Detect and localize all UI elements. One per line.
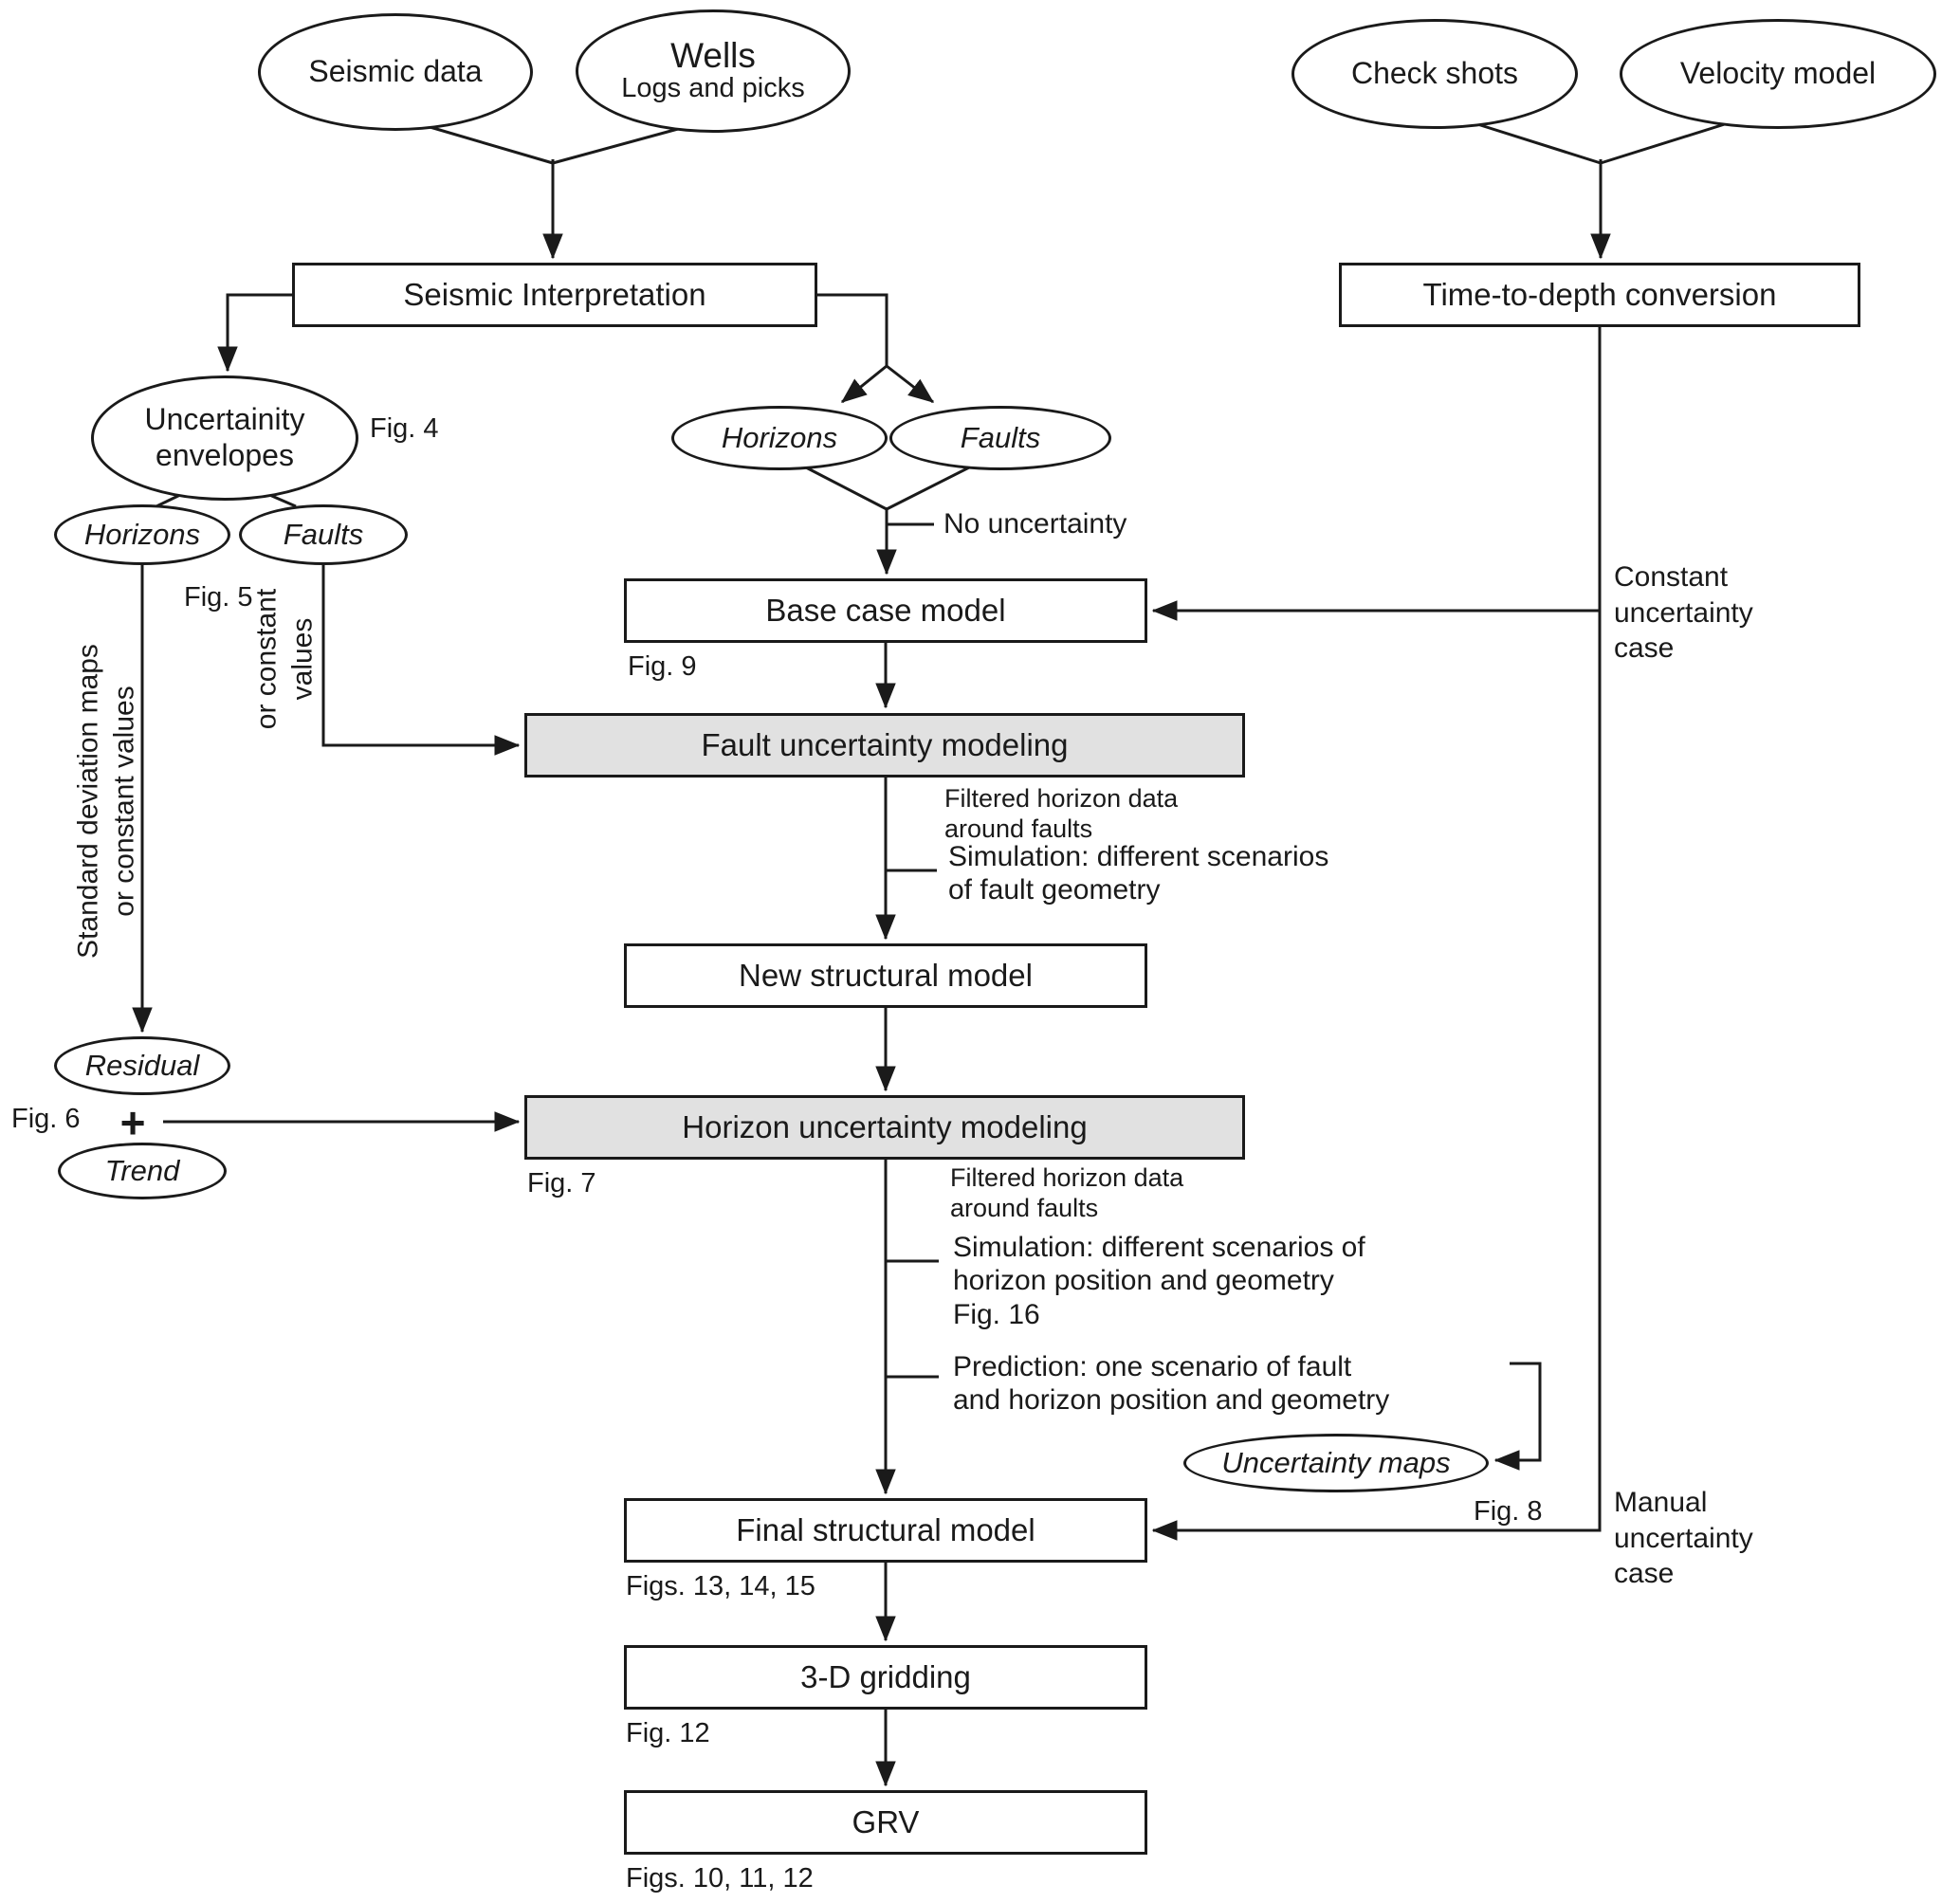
fig4-label: Fig. 4 — [370, 413, 439, 444]
constant-uncertainty-case-label: Constant uncertainty case — [1614, 561, 1753, 664]
node-seismic-interpretation: Seismic Interpretation — [292, 263, 817, 327]
filtered-horizon-label: Filtered horizon data around faults — [950, 1163, 1184, 1223]
node-wells: Wells Logs and picks — [576, 9, 851, 133]
manual-uncertainty-case-label: Manual uncertainty case — [1614, 1487, 1753, 1589]
connector-seismic-data-to-merge — [426, 124, 554, 165]
connector-interpretation-to-split — [817, 293, 888, 366]
simulation-horizon-label: Simulation: different scenarios of horiz… — [953, 1232, 1365, 1330]
node-fault-uncertainty-modeling: Fault uncertainty modeling — [524, 713, 1245, 778]
node-horizons-interp: Horizons — [671, 406, 888, 470]
node-seismic-data: Seismic data — [258, 13, 533, 131]
no-uncertainty-label: No uncertainty — [943, 508, 1127, 540]
node-final-structural-model: Final structural model — [624, 1498, 1147, 1563]
prediction-label: Prediction: one scenario of fault and ho… — [953, 1351, 1390, 1417]
fig9-label: Fig. 9 — [628, 651, 697, 682]
fig12-label: Fig. 12 — [626, 1718, 710, 1748]
fig8-label: Fig. 8 — [1474, 1496, 1543, 1527]
connector-split-to-faults — [886, 364, 935, 404]
connector-interpretation-to-envelopes — [217, 293, 292, 373]
simulation-fault-label: Simulation: different scenarios of fault… — [948, 841, 1329, 906]
fig5-label: Fig. 5 — [184, 582, 253, 613]
connector-faults-to-fault-modeling — [321, 565, 521, 756]
connector-velocity-to-merge — [1600, 121, 1729, 165]
fig6-label: Fig. 6 — [11, 1104, 81, 1134]
connector-prediction-to-uncertainty-maps — [1493, 1362, 1542, 1471]
node-grv: GRV — [624, 1790, 1147, 1855]
node-time-to-depth-conversion: Time-to-depth conversion — [1339, 263, 1860, 327]
connector-horizons-to-merge2 — [805, 466, 888, 511]
node-uncertainty-maps: Uncertainty maps — [1183, 1434, 1489, 1492]
node-horizon-uncertainty-modeling: Horizon uncertainty modeling — [524, 1095, 1245, 1160]
connector-faults-to-merge2 — [886, 466, 970, 511]
connector-wells-to-merge — [552, 127, 679, 165]
connector-check-shots-to-merge — [1474, 121, 1602, 165]
node-horizons-envelope: Horizons — [54, 504, 230, 565]
or-constant-rotated-label: or constant values — [250, 588, 319, 730]
wells-title: Wells — [670, 35, 756, 75]
node-trend: Trend — [58, 1143, 227, 1199]
node-check-shots: Check shots — [1291, 19, 1578, 129]
wells-subtitle: Logs and picks — [621, 73, 805, 104]
filtered-fault-label: Filtered horizon data around faults — [944, 784, 1179, 844]
fig7-label: Fig. 7 — [527, 1168, 596, 1199]
std-dev-rotated-label: Standard deviation maps or constant valu… — [72, 644, 140, 959]
figs-10-11-12-label: Figs. 10, 11, 12 — [626, 1863, 814, 1894]
plus-sign: + — [119, 1098, 146, 1147]
node-base-case-model: Base case model — [624, 578, 1147, 643]
node-new-structural-model: New structural model — [624, 943, 1147, 1008]
node-velocity-model: Velocity model — [1620, 19, 1936, 129]
node-3d-gridding: 3-D gridding — [624, 1645, 1147, 1710]
figs-13-14-15-label: Figs. 13, 14, 15 — [626, 1571, 815, 1601]
connector-split-to-horizons — [840, 364, 888, 404]
node-faults-interp: Faults — [889, 406, 1111, 470]
node-faults-envelope: Faults — [239, 504, 408, 565]
connector-time-depth-to-final-model — [1151, 327, 1602, 1541]
node-residual: Residual — [54, 1036, 230, 1095]
node-uncertainty-envelopes: Uncertainity envelopes — [91, 375, 358, 501]
